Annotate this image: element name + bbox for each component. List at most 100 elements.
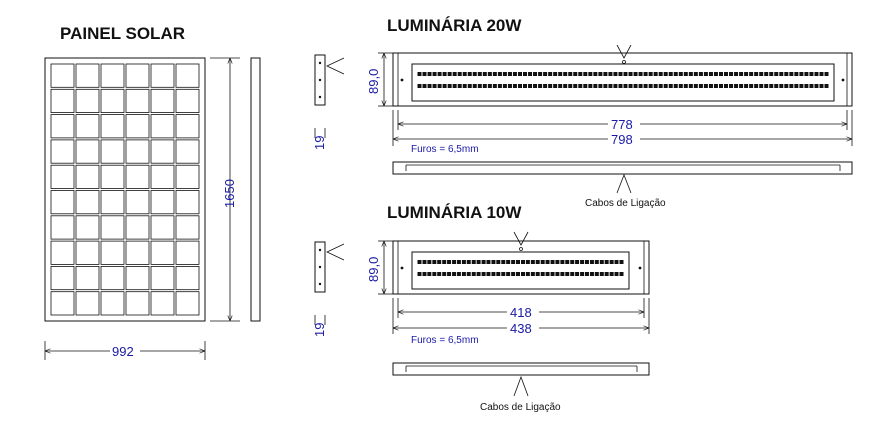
- solar-cell: [50, 265, 75, 291]
- led-chip: [540, 260, 545, 264]
- led-chip: [452, 260, 457, 264]
- led-chip: [540, 272, 545, 276]
- led-chip: [496, 272, 501, 276]
- solar-cell: [125, 63, 150, 88]
- led-chip: [467, 84, 472, 88]
- solar-cell: [150, 291, 175, 316]
- led-chip: [506, 260, 511, 264]
- solar-cell: [175, 265, 200, 291]
- led-chip: [759, 84, 764, 88]
- solar-cell: [100, 291, 125, 316]
- solar-cell: [150, 139, 175, 164]
- led-chip: [543, 84, 548, 88]
- led-chip: [668, 72, 673, 76]
- led-chip: [521, 272, 525, 276]
- led-chip: [437, 272, 442, 276]
- led-chip: [511, 260, 516, 264]
- led-chip: [794, 84, 799, 88]
- lum20-side-hole-bottom: [318, 95, 322, 99]
- solar-cell: [50, 114, 75, 139]
- led-chip: [580, 260, 585, 264]
- solar-cell: [50, 215, 75, 240]
- led-chip: [568, 72, 573, 76]
- led-chip: [769, 84, 774, 88]
- led-chip: [729, 84, 734, 88]
- led-chip: [769, 72, 774, 76]
- lum20-side-pointer: [326, 57, 345, 75]
- led-chip: [663, 84, 668, 88]
- lum10-holes-note: Furos = 6,5mm: [411, 335, 479, 346]
- solar-cell: [100, 88, 125, 114]
- solar-cell: [75, 139, 100, 164]
- solar-cell: [175, 88, 200, 114]
- led-chip: [481, 272, 486, 276]
- led-chip: [613, 72, 618, 76]
- led-chip: [599, 272, 604, 276]
- led-chip: [427, 72, 432, 76]
- led-chip: [794, 72, 799, 76]
- led-chip: [471, 260, 476, 264]
- luminaire-10w-group: LUMINÁRIA 10W 19 89,0 418: [312, 203, 650, 413]
- led-chip: [452, 84, 457, 88]
- solar-cell: [75, 265, 100, 291]
- led-chip: [693, 72, 698, 76]
- led-chip: [799, 72, 804, 76]
- lum10-title: LUMINÁRIA 10W: [387, 203, 522, 222]
- led-chip: [422, 272, 427, 276]
- lum20-sensor-icon: [622, 60, 626, 64]
- lum10-side-hole-mid: [318, 265, 322, 269]
- lum20-sensor-pointer: [616, 44, 632, 59]
- solar-cell: [175, 215, 200, 240]
- led-chip: [604, 272, 609, 276]
- led-chip: [648, 72, 653, 76]
- led-chip: [603, 72, 608, 76]
- solar-cell: [75, 190, 100, 215]
- solar-cell: [100, 215, 125, 240]
- solar-cell: [50, 291, 75, 316]
- led-chip: [447, 272, 452, 276]
- led-chip: [688, 84, 693, 88]
- led-chip: [437, 72, 442, 76]
- led-chip: [558, 72, 563, 76]
- solar-cell: [50, 139, 75, 164]
- led-chip: [466, 272, 471, 276]
- lum20-cable-pointer: [616, 173, 632, 194]
- panel-width-label-bg: [110, 344, 140, 358]
- led-chip: [512, 84, 517, 88]
- lum20-outer-label-bg: [608, 132, 640, 145]
- led-chip: [472, 84, 477, 88]
- led-chip: [521, 260, 525, 264]
- led-chip: [457, 72, 462, 76]
- led-chip: [638, 84, 643, 88]
- solar-cell: [50, 240, 75, 265]
- lum10-outer-label-bg: [507, 321, 539, 334]
- lum20-side-hole-mid: [318, 78, 322, 82]
- led-chip: [422, 260, 427, 264]
- led-chip: [678, 72, 683, 76]
- led-chip: [708, 84, 713, 88]
- led-chip: [442, 272, 447, 276]
- led-chip: [442, 260, 447, 264]
- led-chip: [593, 72, 598, 76]
- led-chip: [774, 84, 779, 88]
- lum10-bottom-profile: [392, 362, 650, 376]
- led-chip: [496, 260, 501, 264]
- led-chip: [618, 72, 623, 76]
- led-chip: [518, 72, 522, 76]
- led-chip: [528, 84, 533, 88]
- led-chip: [491, 260, 496, 264]
- led-chip: [688, 72, 693, 76]
- led-chip: [613, 84, 618, 88]
- led-chip: [487, 84, 492, 88]
- led-chip: [516, 272, 520, 276]
- solar-cell: [75, 63, 100, 88]
- lum20-mount-hole-right: [841, 78, 845, 82]
- led-chip: [461, 272, 466, 276]
- led-chip: [734, 72, 739, 76]
- led-chip: [512, 72, 517, 76]
- solar-cell: [150, 88, 175, 114]
- solar-cell: [75, 164, 100, 189]
- led-chip: [598, 84, 603, 88]
- led-chip: [570, 260, 575, 264]
- led-chip: [593, 84, 598, 88]
